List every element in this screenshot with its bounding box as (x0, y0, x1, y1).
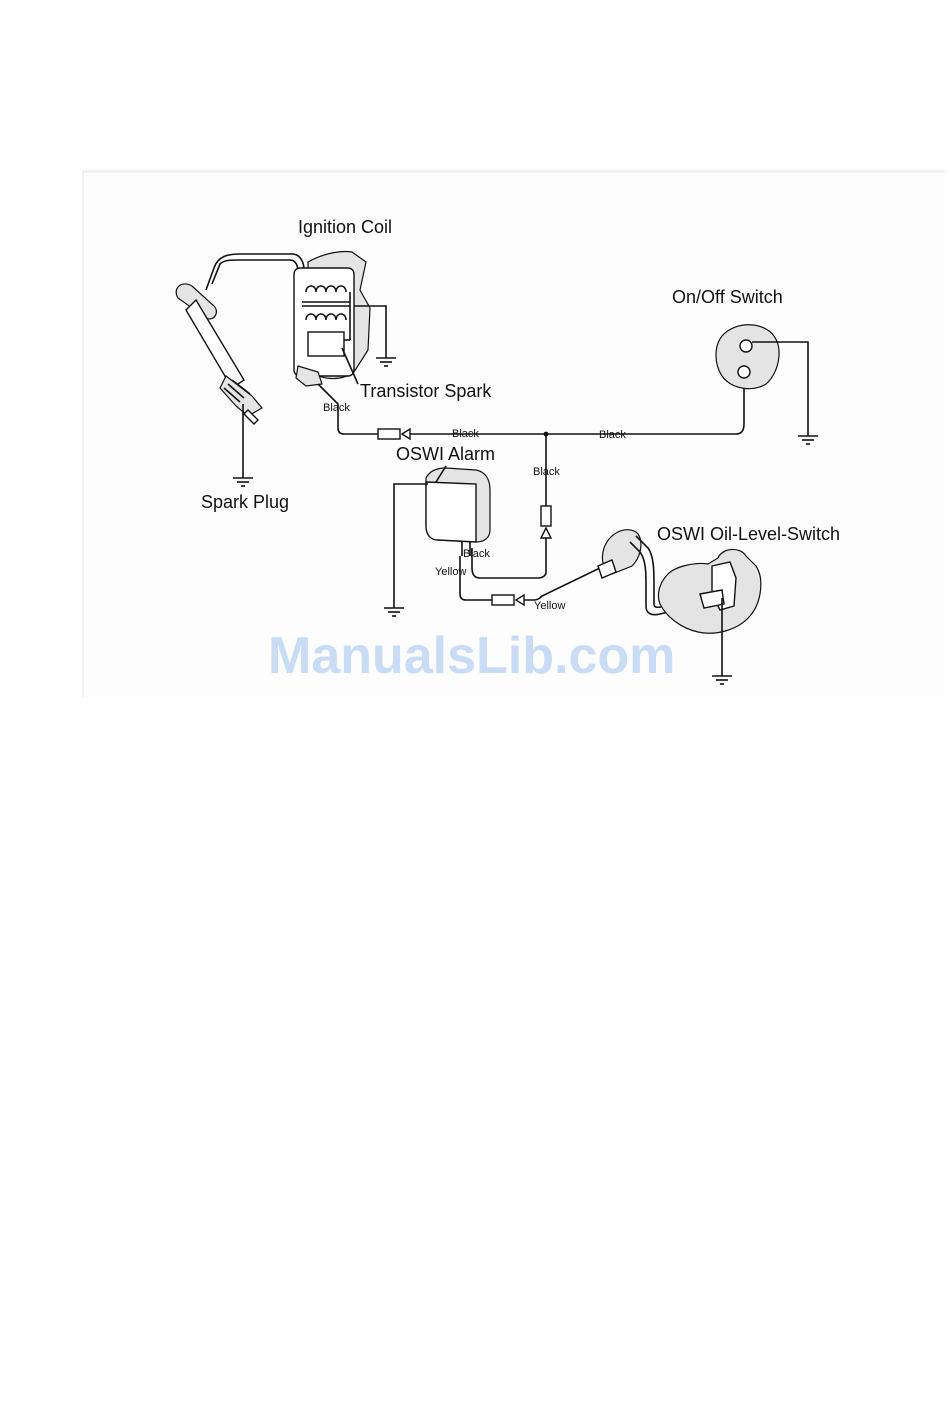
watermark: ManualsLib.com (268, 627, 675, 685)
label-oswi-alarm: OSWI Alarm (396, 444, 495, 464)
ht-lead (206, 254, 304, 300)
alarm-ground-icon (384, 484, 428, 616)
wire-label-yellow-switch: Yellow (534, 600, 565, 612)
label-on-off-switch: On/Off Switch (672, 287, 783, 307)
wire-label-black-alarm: Black (463, 548, 490, 560)
ignition-coil (294, 251, 370, 386)
wire-label-black-main-right: Black (599, 429, 626, 441)
wire-label-yellow-alarm: Yellow (435, 566, 466, 578)
connector-main-icon (378, 429, 410, 439)
label-oswi-oil-level-switch: OSWI Oil-Level-Switch (657, 524, 840, 544)
wire-label-black-main-left: Black (452, 428, 479, 440)
wire-label-black-coil: Black (323, 402, 350, 414)
connector-branch-icon (541, 506, 551, 538)
switch-ground-icon (798, 436, 818, 444)
wire-label-black-branch: Black (533, 466, 560, 478)
label-spark-plug: Spark Plug (201, 492, 289, 512)
oswi-oil-level-switch (598, 530, 761, 633)
spark-plug (176, 284, 262, 424)
connector-yellow-icon (492, 595, 524, 605)
on-off-switch (716, 325, 808, 436)
label-transistor-spark: Transistor Spark (360, 381, 492, 401)
label-ignition-coil: Ignition Coil (298, 217, 392, 237)
